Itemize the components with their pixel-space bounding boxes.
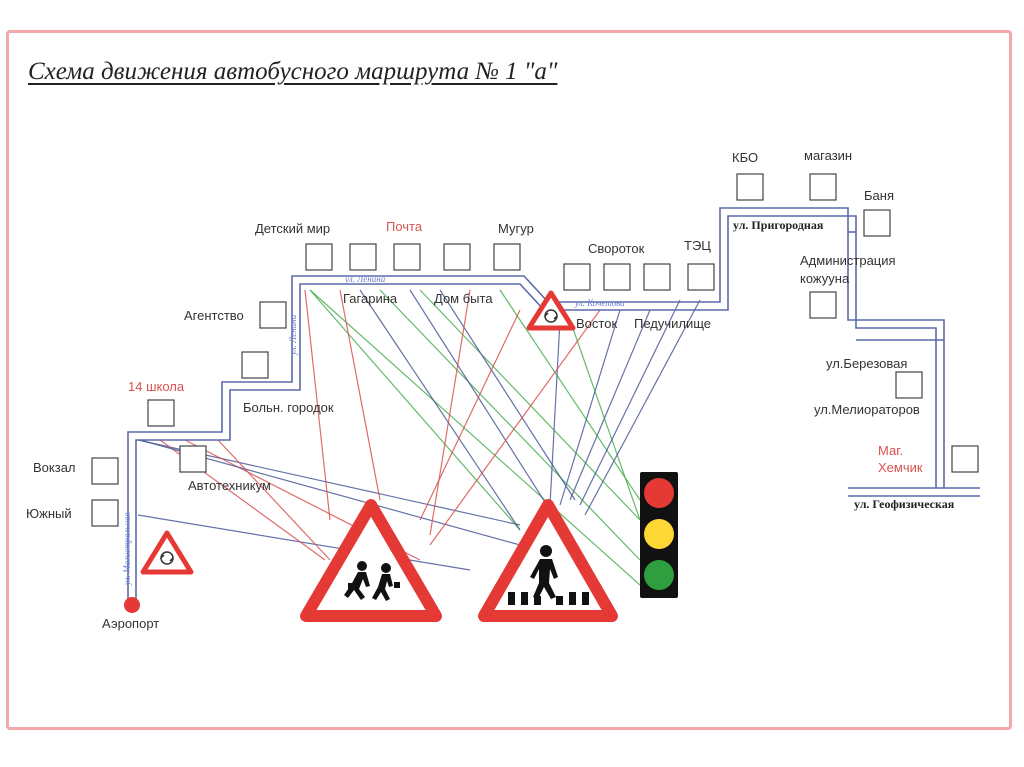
stop-box-hemchik (951, 445, 979, 473)
connection-line (309, 289, 641, 586)
stop-box-detsky-mir (305, 243, 333, 271)
label-kbo: КБО (732, 150, 758, 165)
label-peduchilische: Педучилище (634, 316, 711, 331)
page-frame (6, 30, 1012, 730)
terminus-dot (124, 597, 140, 613)
stop-box-administraciya (809, 291, 837, 319)
bus-route (127, 207, 980, 600)
stop-box-magazin (809, 173, 837, 201)
label-mag-hemchik-2: Хемчик (878, 460, 923, 475)
label-administraciya-1: Администрация (800, 253, 896, 268)
roundabout-sign-icon (526, 290, 576, 331)
connection-line (304, 289, 331, 521)
connection-line (559, 309, 621, 506)
connection-line (429, 289, 471, 536)
stop-box-yuzhny (91, 499, 119, 527)
label-svorotok: Свороток (588, 241, 645, 256)
pedestrian-crossing-sign-icon (478, 499, 618, 622)
connection-line (419, 309, 521, 521)
stop-box-svorotok-3 (643, 263, 671, 291)
label-aeroport: Аэропорт (102, 616, 159, 631)
connection-line (584, 299, 701, 516)
connection-line (217, 439, 331, 561)
roundabout-sign-icon (140, 530, 194, 575)
stop-box-pochta-2 (393, 243, 421, 271)
label-mag-hemchik-1: Маг. (878, 443, 903, 458)
stop-box-dom-byta (443, 243, 471, 271)
connection-lines (137, 289, 701, 586)
label-vokzal: Вокзал (33, 460, 76, 475)
label-dom-byta: Дом быта (434, 291, 493, 306)
svg-text:ул. Магистральная: ул. Магистральная (122, 512, 132, 586)
label-street-geofizicheskaya: ул. Геофизическая (854, 497, 955, 511)
label-gagarina: Гагарина (343, 291, 398, 306)
label-yuzhny: Южный (26, 506, 72, 521)
stop-labels: Детский мир Почта Мугур Свороток ТЭЦ КБО… (26, 148, 955, 631)
connection-line (379, 289, 641, 561)
page-title: Схема движения автобусного маршрута № 1 … (28, 58, 558, 85)
traffic-light-icon (640, 472, 678, 598)
label-detsky-mir: Детский мир (255, 221, 330, 236)
route-annotations: ул. Магистральная ул. Ленина ул. Ленина … (122, 274, 625, 586)
label-mugur: Мугур (498, 221, 534, 236)
label-banya: Баня (864, 188, 894, 203)
connection-line (137, 514, 471, 571)
stop-box-svorotok-1 (563, 263, 591, 291)
label-tec: ТЭЦ (684, 238, 711, 253)
stop-box-mugur (493, 243, 521, 271)
stop-box-svorotok-2 (603, 263, 631, 291)
label-melioratorov: ул.Мелиораторов (814, 402, 920, 417)
connection-line (569, 309, 651, 501)
connection-line (309, 289, 521, 531)
stop-boxes (91, 173, 979, 527)
label-avtotehnikum: Автотехникум (188, 478, 271, 493)
stop-box-agentstvo (259, 301, 287, 329)
svg-text:ул. Кочетова: ул. Кочетова (574, 298, 625, 308)
svg-text:ул. Ленина: ул. Ленина (288, 314, 298, 356)
label-magazin: магазин (804, 148, 852, 163)
label-vostok: Восток (576, 316, 617, 331)
label-pochta: Почта (386, 219, 423, 234)
connection-line (339, 289, 381, 501)
connection-line (429, 309, 601, 546)
connection-line (579, 299, 681, 506)
stop-box-tec (687, 263, 715, 291)
connection-line (499, 289, 641, 501)
children-warning-sign-icon (300, 499, 442, 622)
label-administraciya-2: кожууна (800, 271, 850, 286)
label-boln-gorodok: Больн. городок (243, 400, 334, 415)
label-agentstvo: Агентство (184, 308, 244, 323)
label-shkola14: 14 школа (128, 379, 185, 394)
stop-box-boln-gorodok (241, 351, 269, 379)
connection-line (409, 289, 551, 511)
svg-text:ул. Ленина: ул. Ленина (344, 274, 386, 284)
label-berezovaya: ул.Березовая (826, 356, 907, 371)
connection-line (549, 319, 561, 506)
stop-box-avtotehnikum (179, 445, 207, 473)
connection-line (569, 319, 641, 521)
stop-box-pochta-1 (349, 243, 377, 271)
stop-box-vokzal (91, 457, 119, 485)
stop-box-berezovaya (895, 371, 923, 399)
label-street-prigorodnaya: ул. Пригородная (733, 218, 824, 232)
connection-line (359, 289, 521, 531)
stop-box-kbo (736, 173, 764, 201)
stop-box-shkola14 (147, 399, 175, 427)
stop-box-banya (863, 209, 891, 237)
